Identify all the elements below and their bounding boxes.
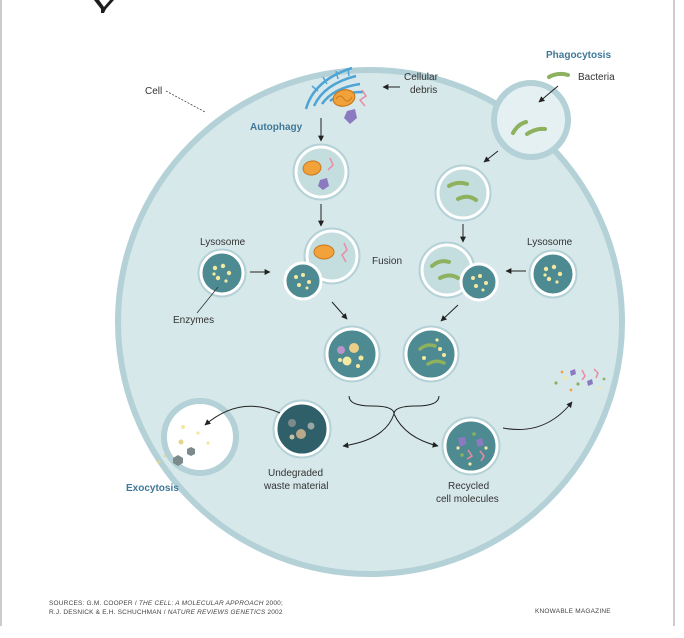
arrow-to-undegraded <box>342 413 395 449</box>
label-cell-molecules: cell molecules <box>436 494 499 505</box>
sources-footer: SOURCES: G.M. COOPER / THE CELL: A MOLEC… <box>49 599 283 617</box>
leader-enzymes <box>196 286 219 314</box>
bacterium-outside <box>547 71 570 79</box>
label-cellular-debris-2: debris <box>410 85 437 96</box>
autophagosome <box>292 143 350 201</box>
exocytosis-vesicle <box>161 398 239 476</box>
label-exocytosis: Exocytosis <box>126 483 179 494</box>
leader-cell <box>165 90 206 113</box>
label-lysosome-right: Lysosome <box>527 237 573 248</box>
label-bacteria: Bacteria <box>578 72 615 83</box>
vesicle-bacterium <box>511 120 528 135</box>
digesting-lysosome-left <box>323 325 381 383</box>
phagocytic-vesicle <box>491 80 571 160</box>
source-line-2: R.J. DESNICK & E.H. SCHUCHMAN / NATURE R… <box>49 609 283 616</box>
recycled-molecules-lysosome <box>441 416 501 476</box>
arrow-to-digest-left <box>331 301 348 320</box>
arrow-to-digest-right <box>440 304 459 322</box>
arrow-phago-1 <box>483 150 499 163</box>
label-waste-material: waste material <box>263 481 328 492</box>
publisher-credit: KNOWABLE MAGAZINE <box>535 608 611 615</box>
label-phagocytosis: Phagocytosis <box>546 50 611 61</box>
arrow-to-exocytosis <box>204 405 281 426</box>
label-cellular-debris: Cellular <box>404 72 439 83</box>
label-enzymes: Enzymes <box>173 315 214 326</box>
label-recycled: Recycled <box>448 481 489 492</box>
label-autophagy: Autophagy <box>250 122 303 133</box>
fusion-right <box>418 241 499 302</box>
label-lysosome-left: Lysosome <box>200 237 246 248</box>
cellular-debris-cluster <box>304 66 368 124</box>
arrow-bacteria-in <box>538 85 559 103</box>
released-molecules <box>554 368 606 392</box>
lysosome-right <box>528 249 578 299</box>
lysosome-left <box>197 248 247 298</box>
arrow-recycled-out <box>502 401 573 431</box>
undegraded-waste-lysosome <box>272 399 332 459</box>
exocytosed-particles <box>157 425 210 466</box>
arrow-to-recycled <box>393 413 439 448</box>
phagosome <box>434 164 492 222</box>
vesicle-bacterium <box>525 126 547 136</box>
digesting-lysosome-right <box>402 325 460 383</box>
fusion-left <box>283 227 361 301</box>
label-undegraded: Undegraded <box>268 468 323 479</box>
label-fusion: Fusion <box>372 256 402 267</box>
label-cell: Cell <box>145 86 162 97</box>
title-fragment <box>94 0 114 13</box>
source-line-1: SOURCES: G.M. COOPER / THE CELL: A MOLEC… <box>49 600 283 607</box>
